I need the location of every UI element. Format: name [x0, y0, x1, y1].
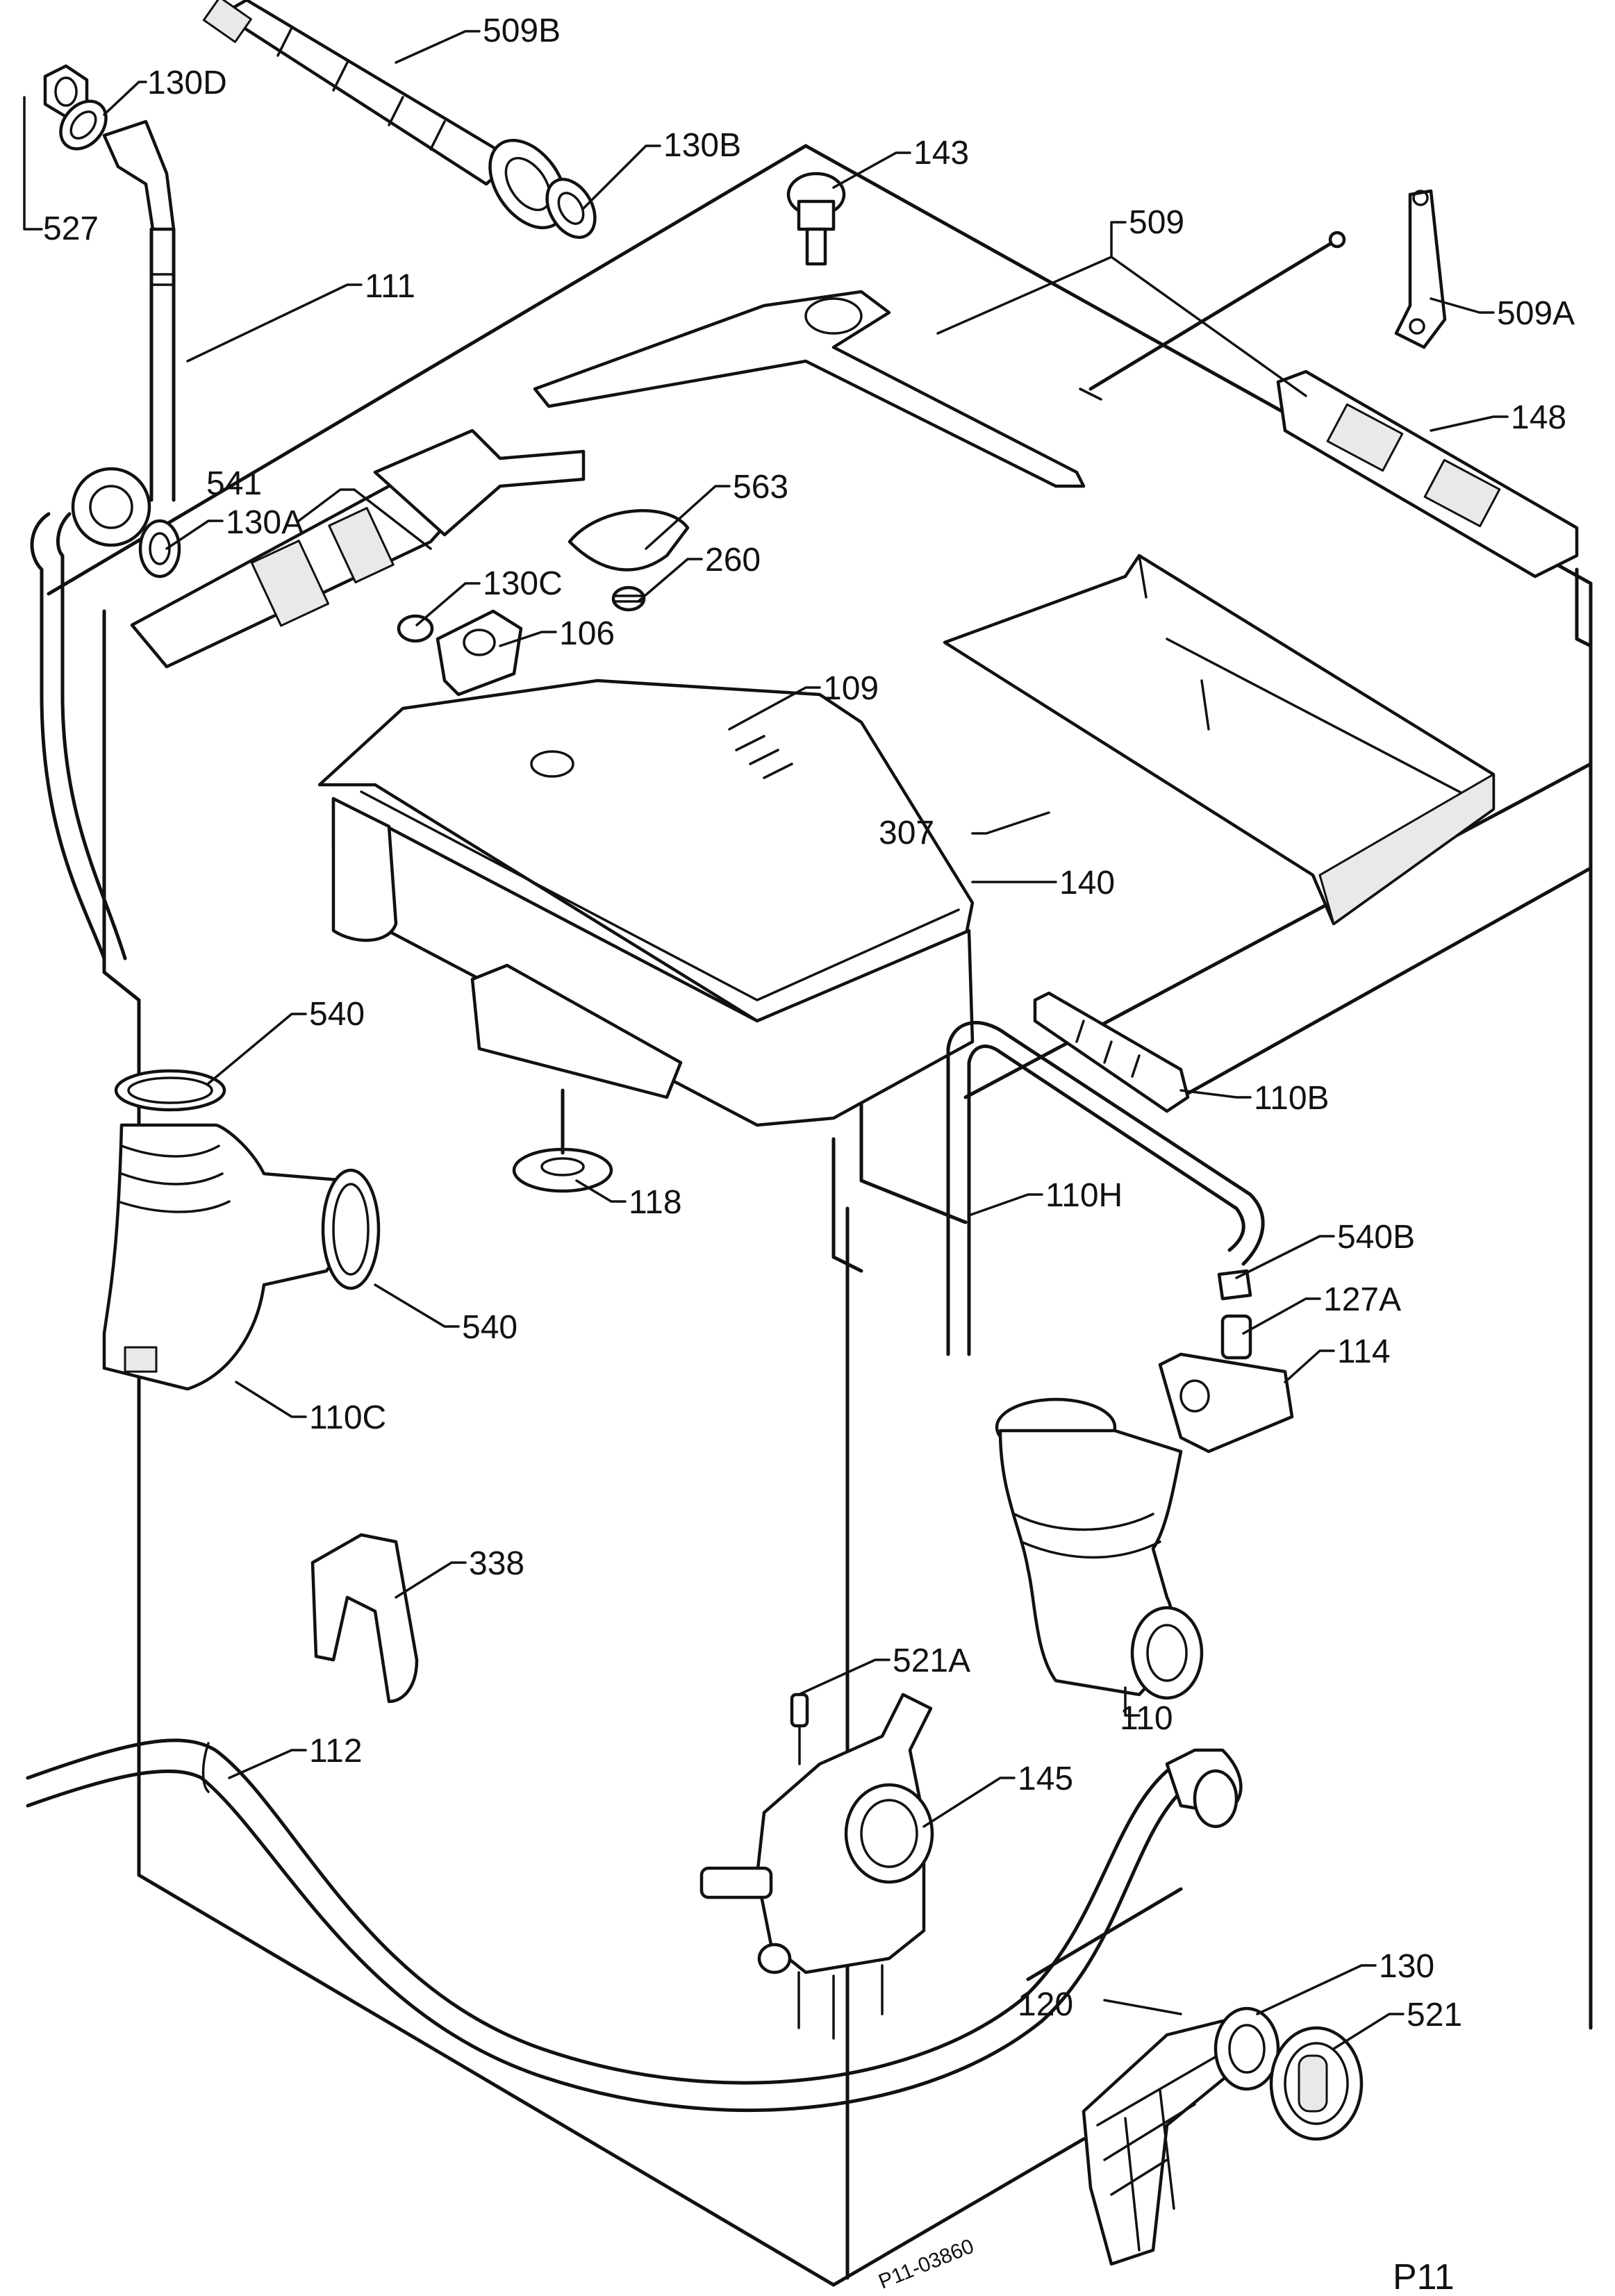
part-labels: 509B 130D 527 130B 143 509 111 509A 148 … — [43, 13, 1575, 2033]
label-130: 130 — [1379, 1948, 1434, 1985]
part-148-handle — [1276, 369, 1579, 579]
label-110c: 110C — [309, 1399, 386, 1436]
label-527: 527 — [43, 210, 99, 247]
part-110b-hose — [1033, 991, 1190, 1113]
label-540-top: 540 — [309, 996, 365, 1033]
part-114-air-chamber — [1158, 1352, 1294, 1454]
part-509b-inlet-pipe — [202, 0, 568, 230]
part-540b-clip — [1217, 1269, 1252, 1301]
part-130a-washer — [138, 519, 181, 579]
drawing-number: P11-03860 — [875, 2235, 977, 2294]
part-563-cover — [568, 509, 690, 572]
part-111-supply-hose — [30, 119, 176, 960]
part-143-knob — [786, 172, 846, 266]
label-118: 118 — [629, 1184, 682, 1221]
part-509-rod — [1079, 231, 1346, 401]
label-130a: 130A — [226, 504, 304, 541]
label-120: 120 — [1018, 1986, 1073, 2023]
label-106: 106 — [559, 615, 615, 652]
part-118-wheel — [512, 1088, 613, 1193]
label-110: 110 — [1120, 1700, 1173, 1737]
label-111: 111 — [365, 268, 415, 305]
part-120-filter — [1082, 2019, 1245, 2266]
part-130b-ring — [545, 177, 597, 240]
part-509a-arm — [1394, 189, 1447, 349]
part-112-drain-hose — [26, 1738, 1243, 2113]
part-260-spring — [611, 585, 646, 612]
part-110c-bellows — [102, 1123, 358, 1391]
part-127a-valve — [1220, 1314, 1252, 1360]
part-338-hose-hook — [310, 1533, 419, 1704]
part-307-drawer — [943, 554, 1496, 926]
part-130d-washer — [59, 99, 108, 151]
label-509: 509 — [1129, 204, 1184, 241]
label-110b: 110B — [1254, 1080, 1330, 1117]
label-338: 338 — [469, 1545, 524, 1582]
part-110-bellows — [995, 1397, 1204, 1700]
label-114: 114 — [1337, 1333, 1391, 1370]
part-509-lever — [533, 290, 1086, 488]
label-127a: 127A — [1323, 1281, 1401, 1318]
label-145: 145 — [1018, 1761, 1073, 1797]
label-509a: 509A — [1497, 295, 1575, 332]
label-540-lower: 540 — [462, 1309, 517, 1346]
part-109-dispenser-lid — [317, 679, 975, 1023]
label-130d: 130D — [147, 65, 227, 101]
part-540-clamp-lower — [321, 1168, 381, 1290]
label-541: 541 — [206, 465, 262, 502]
part-110h-hose — [946, 1021, 1265, 1356]
part-106-valve-coil — [436, 609, 523, 697]
part-140-dispenser-tray — [331, 797, 975, 1127]
label-521: 521 — [1407, 1997, 1462, 2033]
part-130-ring — [1214, 2006, 1280, 2091]
label-148: 148 — [1511, 399, 1566, 436]
label-509b: 509B — [483, 13, 561, 49]
page-id: P11 — [1393, 2257, 1455, 2296]
label-540b: 540B — [1337, 1219, 1415, 1256]
label-260: 260 — [705, 542, 761, 579]
label-307: 307 — [879, 815, 934, 851]
part-540-clamp — [114, 1069, 226, 1112]
part-521a-plug — [790, 1692, 809, 1765]
part-130c-filter — [397, 614, 434, 643]
label-112: 112 — [309, 1733, 363, 1770]
label-130b: 130B — [663, 127, 741, 164]
leader-lines — [23, 30, 1509, 2050]
label-143: 143 — [913, 135, 969, 172]
label-521a: 521A — [893, 1642, 970, 1679]
part-521-cap — [1269, 2026, 1364, 2141]
label-563: 563 — [733, 469, 788, 506]
label-140: 140 — [1059, 865, 1115, 901]
label-110h: 110H — [1045, 1177, 1123, 1214]
label-109: 109 — [823, 670, 879, 707]
part-541-valve-bracket — [130, 429, 586, 669]
label-130c: 130C — [483, 565, 563, 602]
part-145-pump-housing — [699, 1692, 934, 2040]
